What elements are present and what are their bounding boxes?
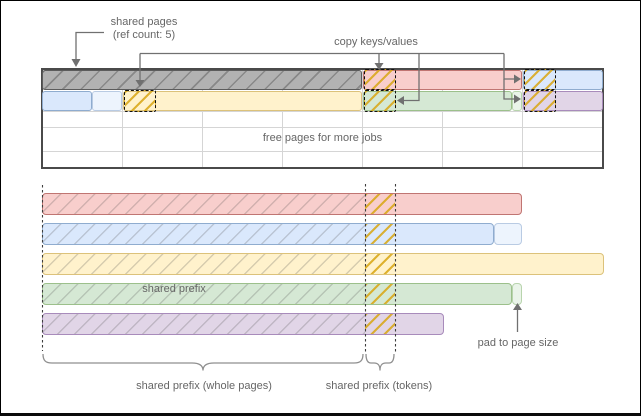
green-pad-block	[512, 90, 522, 111]
free-pages-label: free pages for more jobs	[262, 132, 383, 144]
shared-pages-label: shared pages(ref count: 5)	[102, 16, 186, 42]
request-purple-shared-pages-hatch	[43, 314, 365, 334]
request-green-pad	[512, 283, 522, 305]
request-red-shared-pages-hatch	[43, 194, 365, 214]
copy-cell-red	[364, 69, 396, 90]
copy-cell-blue	[524, 69, 556, 90]
request-green-shared-tokens-hatch	[365, 284, 395, 304]
request-blue-shared-pages-hatch	[43, 224, 365, 244]
request-purple-shared-tokens-hatch	[365, 314, 395, 334]
shared-prefix-tokens-label: shared prefix (tokens)	[325, 380, 433, 392]
copy-cell-source-yellow	[124, 90, 156, 112]
shared-pages-block	[42, 69, 362, 90]
request-purple	[42, 313, 444, 335]
request-yellow-shared-tokens-hatch	[365, 254, 395, 274]
pad-to-page-size-label: pad to page size	[477, 337, 559, 349]
copy-cell-green	[364, 90, 396, 112]
request-blue	[42, 223, 494, 245]
request-blue-pad	[494, 223, 522, 245]
request-blue-shared-tokens-hatch	[365, 224, 395, 244]
shared-pages-block-hatch	[43, 70, 361, 89]
request-red	[42, 193, 522, 215]
shared-pages-label-line2: (ref count: 5)	[112, 29, 176, 41]
request-green-shared-pages-hatch	[43, 284, 365, 304]
copy-cell-purple	[524, 90, 556, 112]
shared-prefix-label: shared prefix	[142, 283, 206, 295]
request-red-shared-tokens-hatch	[365, 194, 395, 214]
blue-pad-block	[92, 90, 122, 111]
copy-keys-values-label: copy keys/values	[334, 36, 418, 48]
request-yellow	[42, 253, 604, 275]
blue-pages-block-1	[42, 90, 92, 111]
request-yellow-shared-pages-hatch	[43, 254, 365, 274]
shared-pages-label-line1: shared pages	[110, 16, 178, 28]
shared-prefix-whole-pages-label: shared prefix (whole pages)	[136, 380, 272, 392]
request-green	[42, 283, 512, 305]
yellow-pages-block	[123, 90, 362, 111]
